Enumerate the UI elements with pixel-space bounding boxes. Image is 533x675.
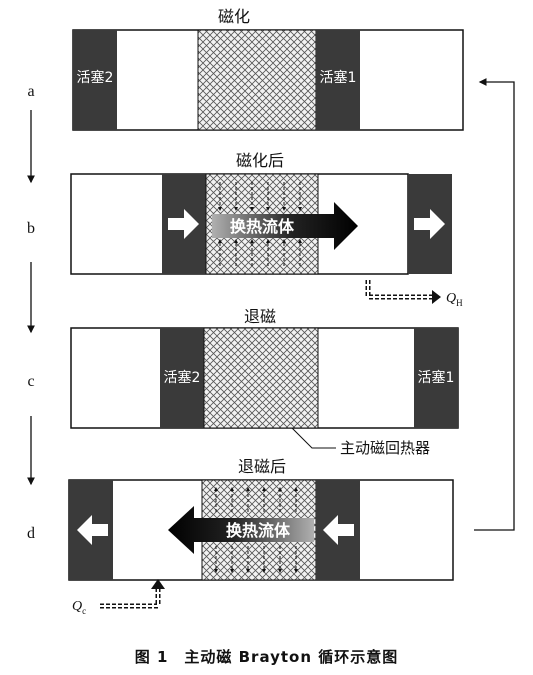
stage-a-title: 磁化 (218, 7, 250, 26)
stage-b-heat-out-arrow (365, 280, 432, 300)
figure-caption: 图 1 主动磁 Brayton 循环示意图 (134, 648, 399, 666)
stage-d-heat-arrows (214, 487, 298, 573)
stage-c-regenerator-leader (291, 427, 336, 449)
stage-a-letter: a (27, 83, 34, 100)
stage-d: 退磁后 换热流体 Qc (68, 457, 454, 616)
stage-b-title: 磁化后 (236, 151, 284, 170)
stage-b-push-arrow-right (414, 209, 445, 239)
stage-b-push-arrow-left (168, 209, 199, 239)
stage-b-fluid-label: 换热流体 (230, 217, 295, 236)
stage-a-left-piston (73, 30, 117, 130)
stage-c: 退磁 活塞2 活塞1 主动磁回热器 (70, 307, 459, 457)
stage-b-heat-arrows (218, 182, 302, 266)
stage-c-left-piston (160, 328, 204, 428)
stage-a: 磁化 活塞2 活塞1 (72, 7, 464, 131)
stage-c-title: 退磁 (244, 307, 276, 326)
stage-d-fluid-label: 换热流体 (226, 521, 291, 540)
stage-b: 磁化后 换热流体 QH (70, 151, 463, 308)
stage-d-fluid-arrow (168, 506, 314, 554)
stage-c-left-piston-label: 活塞2 (164, 369, 201, 386)
stage-d-heat-in-arrow (100, 588, 161, 609)
stage-c-right-piston (414, 328, 458, 428)
stage-d-letter: d (27, 525, 35, 542)
stage-b-fluid-arrow (212, 202, 358, 250)
stage-b-letter: b (27, 220, 35, 237)
stage-d-title: 退磁后 (238, 457, 286, 476)
stage-a-left-piston-label: 活塞2 (77, 69, 114, 86)
cycle-return-arrow (474, 78, 515, 531)
stage-a-right-piston (316, 30, 360, 130)
stage-c-right-piston-label: 活塞1 (418, 369, 455, 386)
stage-d-push-arrow-right (323, 515, 354, 545)
stage-b-heat-label: QH (446, 291, 463, 308)
stage-d-push-arrow-left (77, 515, 108, 545)
stage-a-right-piston-label: 活塞1 (320, 69, 357, 86)
stage-d-heat-label: Qc (72, 599, 86, 616)
stage-a-regenerator (197, 29, 317, 131)
stage-c-regenerator (203, 327, 319, 429)
stage-c-regenerator-label: 主动磁回热器 (340, 439, 430, 457)
stage-c-letter: c (27, 373, 34, 390)
